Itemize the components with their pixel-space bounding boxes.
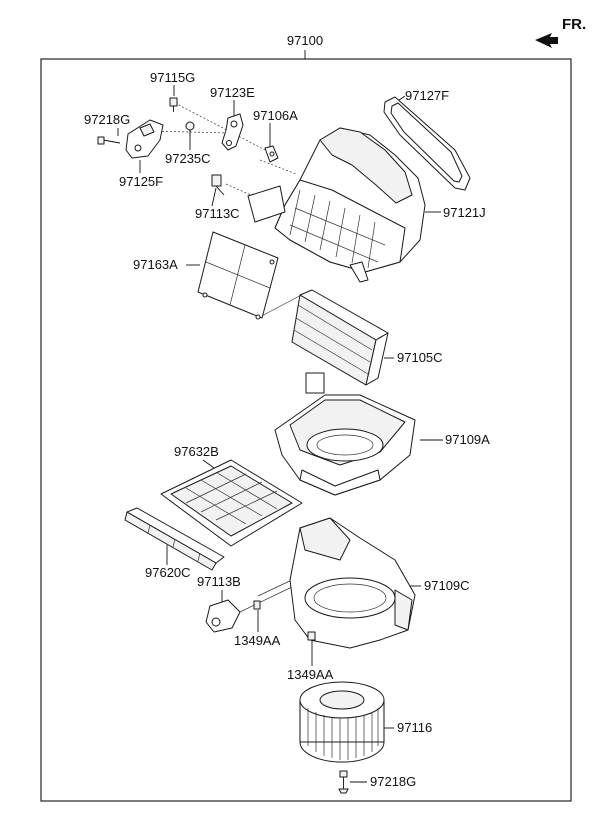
part-label-97123E: 97123E [210, 85, 255, 100]
clip-97235C-icon [185, 121, 195, 137]
part-label-97105C: 97105C [397, 350, 443, 365]
link-97106A-icon [264, 145, 279, 163]
actuator-lever-97123E-icon [221, 113, 244, 151]
part-label-97127F: 97127F [405, 88, 449, 103]
screw-97218G-upper-icon [97, 136, 121, 145]
sensor-97113C-icon [211, 174, 225, 196]
orientation-label: FR. [562, 16, 586, 33]
lower-case-97109A-icon [274, 372, 416, 496]
door-panel-97163A-icon [197, 231, 279, 320]
part-label-97116: 97116 [397, 720, 432, 735]
assembly-number: 97100 [287, 33, 323, 48]
assembly-frame [40, 58, 572, 802]
upper-case-97121J-icon [247, 127, 426, 283]
part-label-97125F: 97125F [119, 174, 163, 189]
screw-97115G-icon [169, 97, 178, 112]
sensor-97113B-icon [205, 599, 261, 633]
air-filter-97632B-icon [160, 459, 303, 547]
part-label-97113B: 97113B [197, 574, 241, 589]
screw-97218G-lower-icon [338, 770, 349, 794]
part-label-97218G-upper: 97218G [84, 112, 130, 127]
part-label-97109A: 97109A [445, 432, 490, 447]
front-arrow-icon [535, 33, 558, 48]
part-label-97163A: 97163A [133, 257, 178, 272]
seal-gasket-97127F-icon [383, 96, 471, 191]
part-label-97235C: 97235C [165, 151, 211, 166]
part-label-97218G-lower: 97218G [370, 774, 416, 789]
actuator-motor-97125F-icon [125, 119, 164, 159]
part-label-1349AA-lower: 1349AA [287, 667, 334, 682]
part-label-97113C: 97113C [195, 206, 240, 221]
filter-guide-97620C-icon [124, 507, 225, 571]
part-label-1349AA-left: 1349AA [234, 633, 281, 648]
part-label-97632B: 97632B [174, 444, 219, 459]
part-label-97115G: 97115G [150, 70, 195, 85]
part-label-97109C: 97109C [424, 578, 470, 593]
part-label-97106A: 97106A [253, 108, 298, 123]
part-label-97121J: 97121J [443, 205, 486, 220]
part-label-97620C: 97620C [145, 565, 191, 580]
blower-motor-97116-icon [299, 681, 385, 763]
evaporator-core-97105C-icon [291, 289, 389, 386]
blower-case-97109C-icon [289, 517, 416, 649]
